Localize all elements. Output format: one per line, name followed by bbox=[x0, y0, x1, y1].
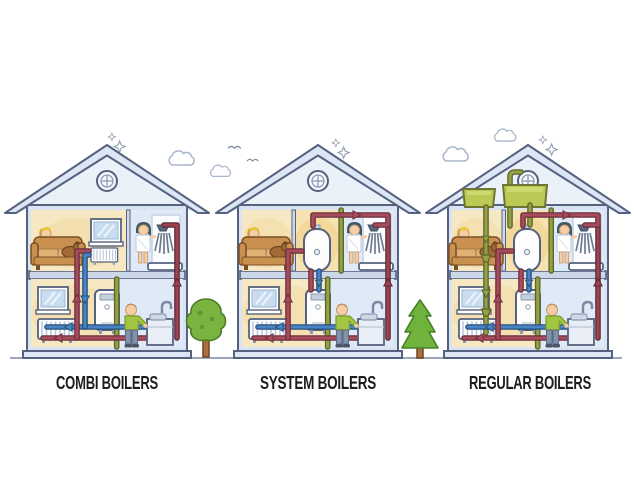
sparkle-icon bbox=[107, 132, 117, 142]
downstairs-window bbox=[35, 286, 71, 315]
downstairs-window bbox=[246, 286, 282, 315]
label-system-boilers: SYSTEM BOILERS bbox=[260, 373, 376, 393]
cloud-icon bbox=[209, 164, 232, 177]
house-regular-boiler bbox=[425, 144, 631, 359]
sparkle-icon bbox=[538, 135, 548, 145]
house-system-boiler bbox=[215, 144, 421, 359]
label-combi-boilers: COMBI BOILERS bbox=[56, 373, 158, 393]
hot-water-cylinder bbox=[513, 224, 541, 272]
house-combi-boiler bbox=[4, 144, 210, 359]
bird-icon bbox=[227, 145, 242, 150]
cloud-icon bbox=[494, 128, 517, 142]
sparkle-icon bbox=[331, 138, 341, 148]
sparkle-icon bbox=[545, 143, 558, 156]
hot-water-cylinder bbox=[303, 224, 331, 272]
upstairs-radiator bbox=[90, 247, 119, 266]
bird-icon bbox=[246, 158, 259, 162]
attic-cold-water-tank bbox=[462, 188, 496, 208]
upstairs-window bbox=[88, 218, 124, 247]
attic-feed-expansion-tank bbox=[502, 184, 548, 208]
cloud-icon bbox=[168, 150, 195, 166]
label-regular-boilers: REGULAR BOILERS bbox=[469, 373, 591, 393]
cloud-icon bbox=[442, 146, 469, 162]
sparkle-icon bbox=[337, 146, 350, 159]
round-tree-icon bbox=[185, 298, 227, 358]
pine-tree-icon bbox=[401, 299, 439, 359]
